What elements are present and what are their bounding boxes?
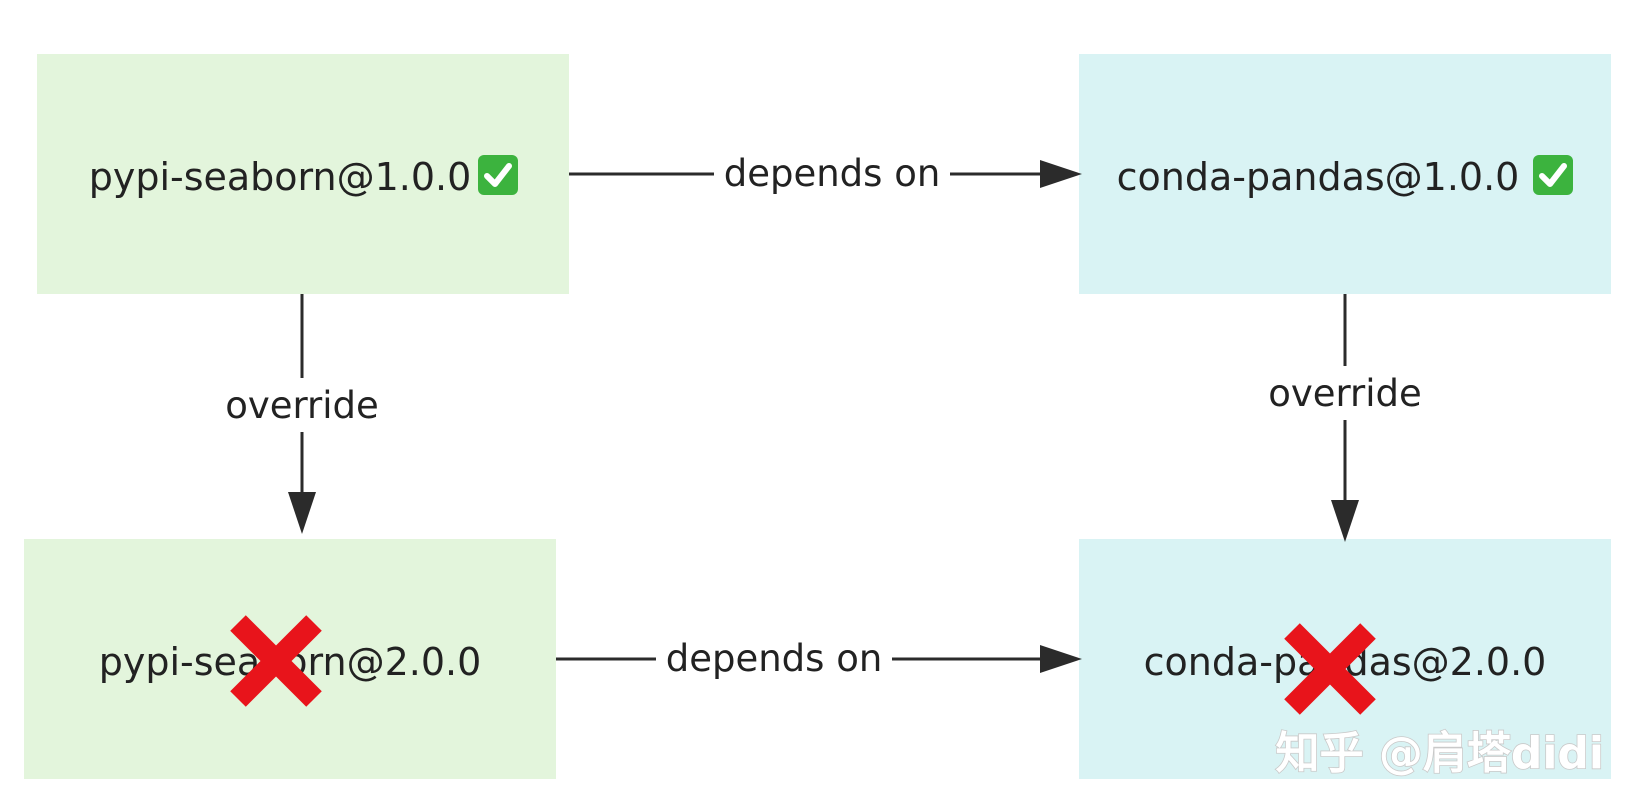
arrowhead-bottom-depends xyxy=(1040,645,1082,673)
edge-label-right-override: override xyxy=(1268,372,1422,415)
check-mark-button-icon xyxy=(1533,155,1573,195)
edge-label-left-override: override xyxy=(225,384,379,427)
edge-label-bottom-depends: depends on xyxy=(666,637,883,680)
arrowhead-top-depends xyxy=(1040,160,1082,188)
cross-mark-icon xyxy=(1284,623,1376,715)
arrowhead-left-override xyxy=(288,492,316,534)
node-box-conda-pandas-1 xyxy=(1079,54,1611,294)
edge-label-bg-right xyxy=(1265,366,1425,420)
edge-label-top-depends: depends on xyxy=(724,152,941,195)
node-label-pypi-seaborn-1: pypi-seaborn@1.0.0 xyxy=(89,155,472,199)
check-mark-button-icon xyxy=(478,155,518,195)
cross-mark-icon xyxy=(230,615,322,707)
edge-label-bg-top xyxy=(714,147,950,199)
arrowhead-right-override xyxy=(1331,500,1359,542)
node-label-conda-pandas-1: conda-pandas@1.0.0 xyxy=(1117,155,1520,199)
watermark: 知乎 @肩塔didi xyxy=(1276,728,1604,779)
edge-label-bg-bottom xyxy=(656,632,892,684)
edge-label-bg-left xyxy=(222,378,382,432)
